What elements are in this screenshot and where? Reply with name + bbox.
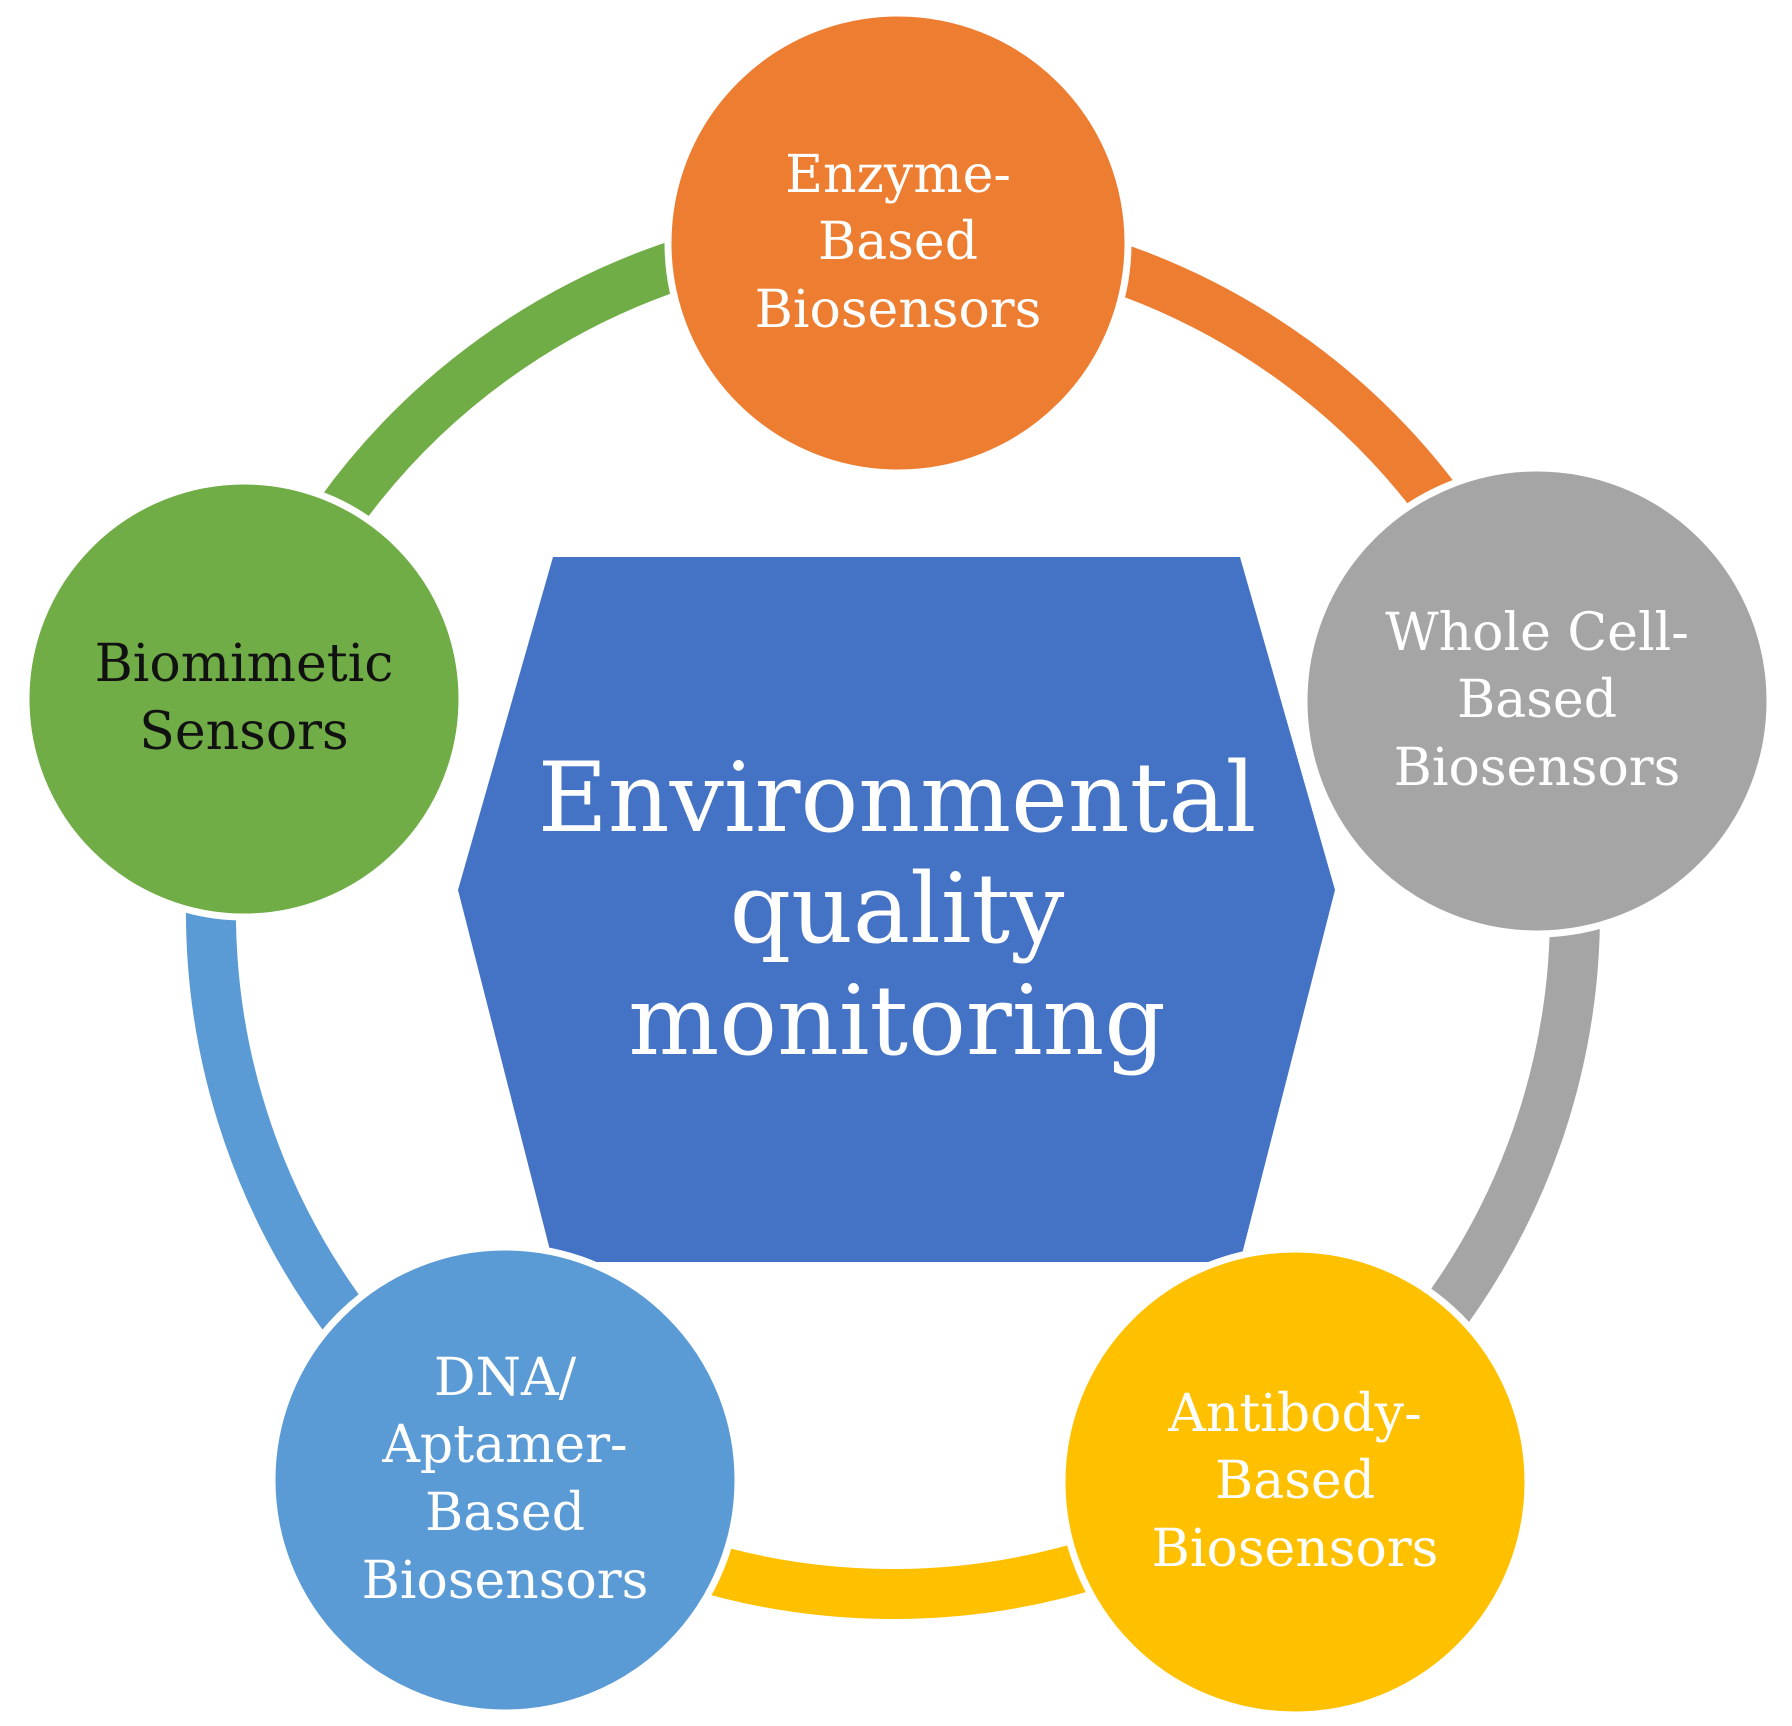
node-circle-enzyme [664,9,1132,477]
node-circle-whole-cell [1300,464,1774,938]
node-circle-dna-aptamer [268,1243,742,1717]
node-circle-biomimetic [22,477,466,921]
center-hexagon [458,557,1335,1262]
node-circle-antibody [1058,1245,1532,1719]
